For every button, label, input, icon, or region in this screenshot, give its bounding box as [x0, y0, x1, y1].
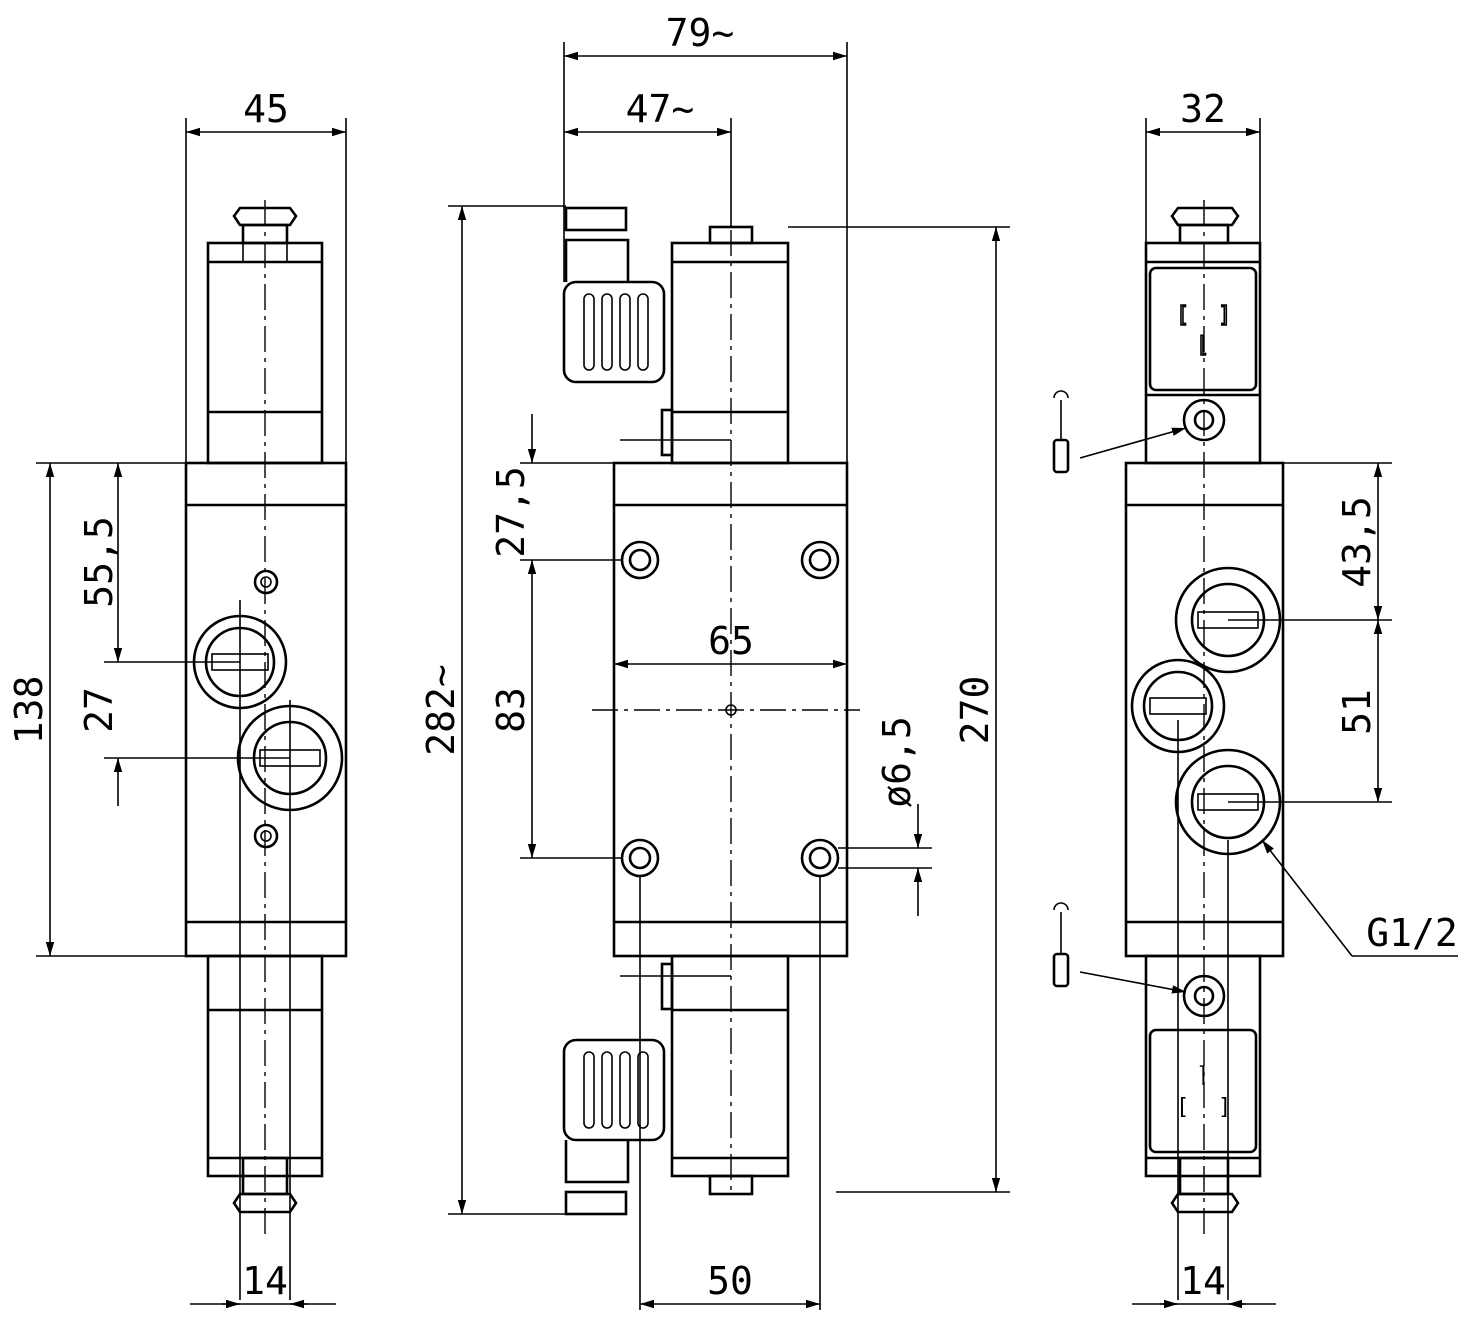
- thread-label-g1-2: G1/2: [1366, 911, 1458, 955]
- dim-right-43-5: 43,5: [1335, 496, 1379, 588]
- dim-right-14: 14: [1180, 1259, 1226, 1303]
- svg-text:[: [: [1176, 303, 1189, 328]
- dim-left-27: 27: [77, 687, 121, 733]
- dim-center-282: 282~: [419, 664, 463, 756]
- dim-center-270: 270: [953, 676, 997, 745]
- dim-right-51: 51: [1335, 689, 1379, 735]
- center-view: 79~ 47~ 282~ 27,5 83 65 ø6,5 270 50: [419, 11, 1010, 1310]
- dim-center-83: 83: [489, 687, 533, 733]
- dim-left-138: 138: [7, 676, 51, 745]
- svg-text:[: [: [1176, 1095, 1189, 1120]
- svg-text:⌉: ⌉: [1196, 1063, 1209, 1088]
- dim-center-50: 50: [707, 1259, 753, 1303]
- screwdriver-icon: [1052, 390, 1070, 474]
- dim-left-14: 14: [242, 1259, 288, 1303]
- dim-left-45: 45: [243, 87, 289, 131]
- svg-text:⌊: ⌊: [1196, 333, 1209, 358]
- screwdriver-icon: [1052, 902, 1070, 988]
- svg-text:]: ]: [1218, 303, 1231, 328]
- dim-center-65: 65: [708, 619, 754, 663]
- dim-center-hole-diameter: ø6,5: [875, 716, 919, 808]
- dim-left-55-5: 55,5: [77, 516, 121, 608]
- svg-text:]: ]: [1218, 1095, 1231, 1120]
- dim-center-79: 79~: [666, 11, 735, 55]
- right-view: [ ] ⌊ ⌉ [ ]: [1052, 87, 1458, 1309]
- dim-right-32: 32: [1180, 87, 1226, 131]
- dim-center-27-5: 27,5: [489, 466, 533, 558]
- left-view: 45 138 55,5 27 14: [7, 87, 348, 1309]
- dim-center-47: 47~: [626, 87, 695, 131]
